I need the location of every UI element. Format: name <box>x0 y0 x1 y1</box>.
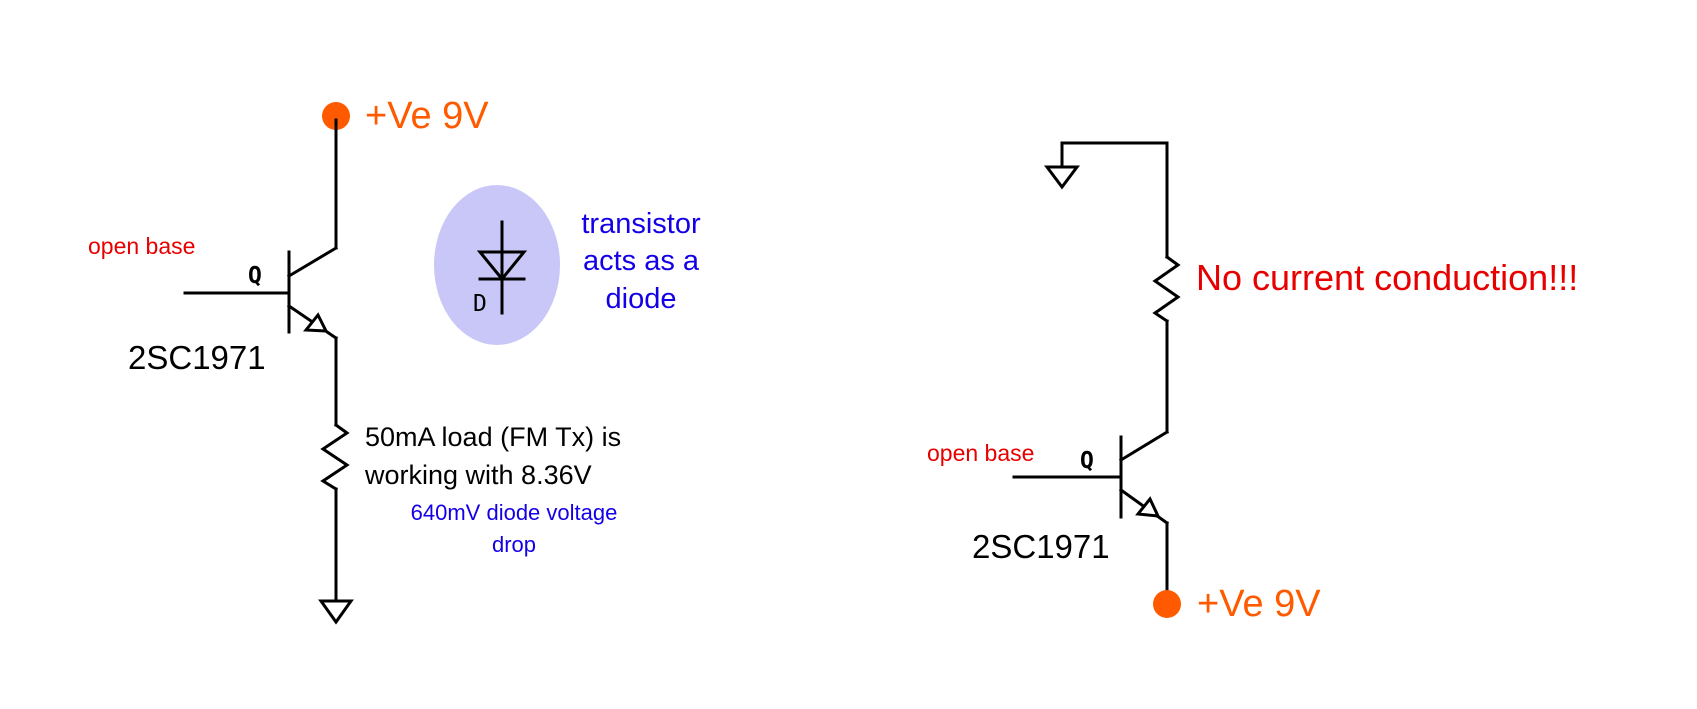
right-transistor-symbol <box>1012 429 1170 526</box>
left-drop-note-line2: drop <box>492 532 536 557</box>
left-load-note-line1: 50mA load (FM Tx) is <box>365 422 621 452</box>
right-resistor <box>1152 254 1181 324</box>
left-supply-node <box>322 102 350 130</box>
diode-bubble <box>434 185 560 345</box>
right-transistor-designator: Q <box>1080 448 1094 474</box>
left-load-resistor <box>320 422 350 492</box>
left-supply-label: +Ve 9V <box>365 95 489 137</box>
diode-designator: D <box>473 291 487 317</box>
left-transistor-part: 2SC1971 <box>128 339 266 376</box>
right-ground-icon <box>1044 165 1080 190</box>
left-ground-icon <box>318 599 354 625</box>
diode-note-line1: transistor <box>581 208 701 240</box>
right-circuit: No current conduction!!! Q 2SC1971 open … <box>927 141 1578 625</box>
left-load-note-line2: working with 8.36V <box>364 460 592 490</box>
diode-icon <box>476 220 528 315</box>
right-supply-label: +Ve 9V <box>1197 583 1321 625</box>
diode-note-line3: diode <box>606 283 677 315</box>
right-ground-wire <box>1060 141 1169 259</box>
right-status-note: No current conduction!!! <box>1196 257 1578 298</box>
left-drop-note-line1: 640mV diode voltage <box>411 500 618 525</box>
left-transistor-symbol <box>183 245 339 341</box>
right-transistor-part: 2SC1971 <box>972 528 1110 565</box>
diode-note-line2: acts as a <box>583 245 700 277</box>
left-open-base-note: open base <box>88 233 195 259</box>
right-open-base-note: open base <box>927 440 1034 466</box>
left-transistor-designator: Q <box>248 263 262 289</box>
right-supply-node <box>1153 590 1181 618</box>
left-circuit: +Ve 9V Q 2SC1971 open base 50mA load (FM… <box>88 95 701 625</box>
